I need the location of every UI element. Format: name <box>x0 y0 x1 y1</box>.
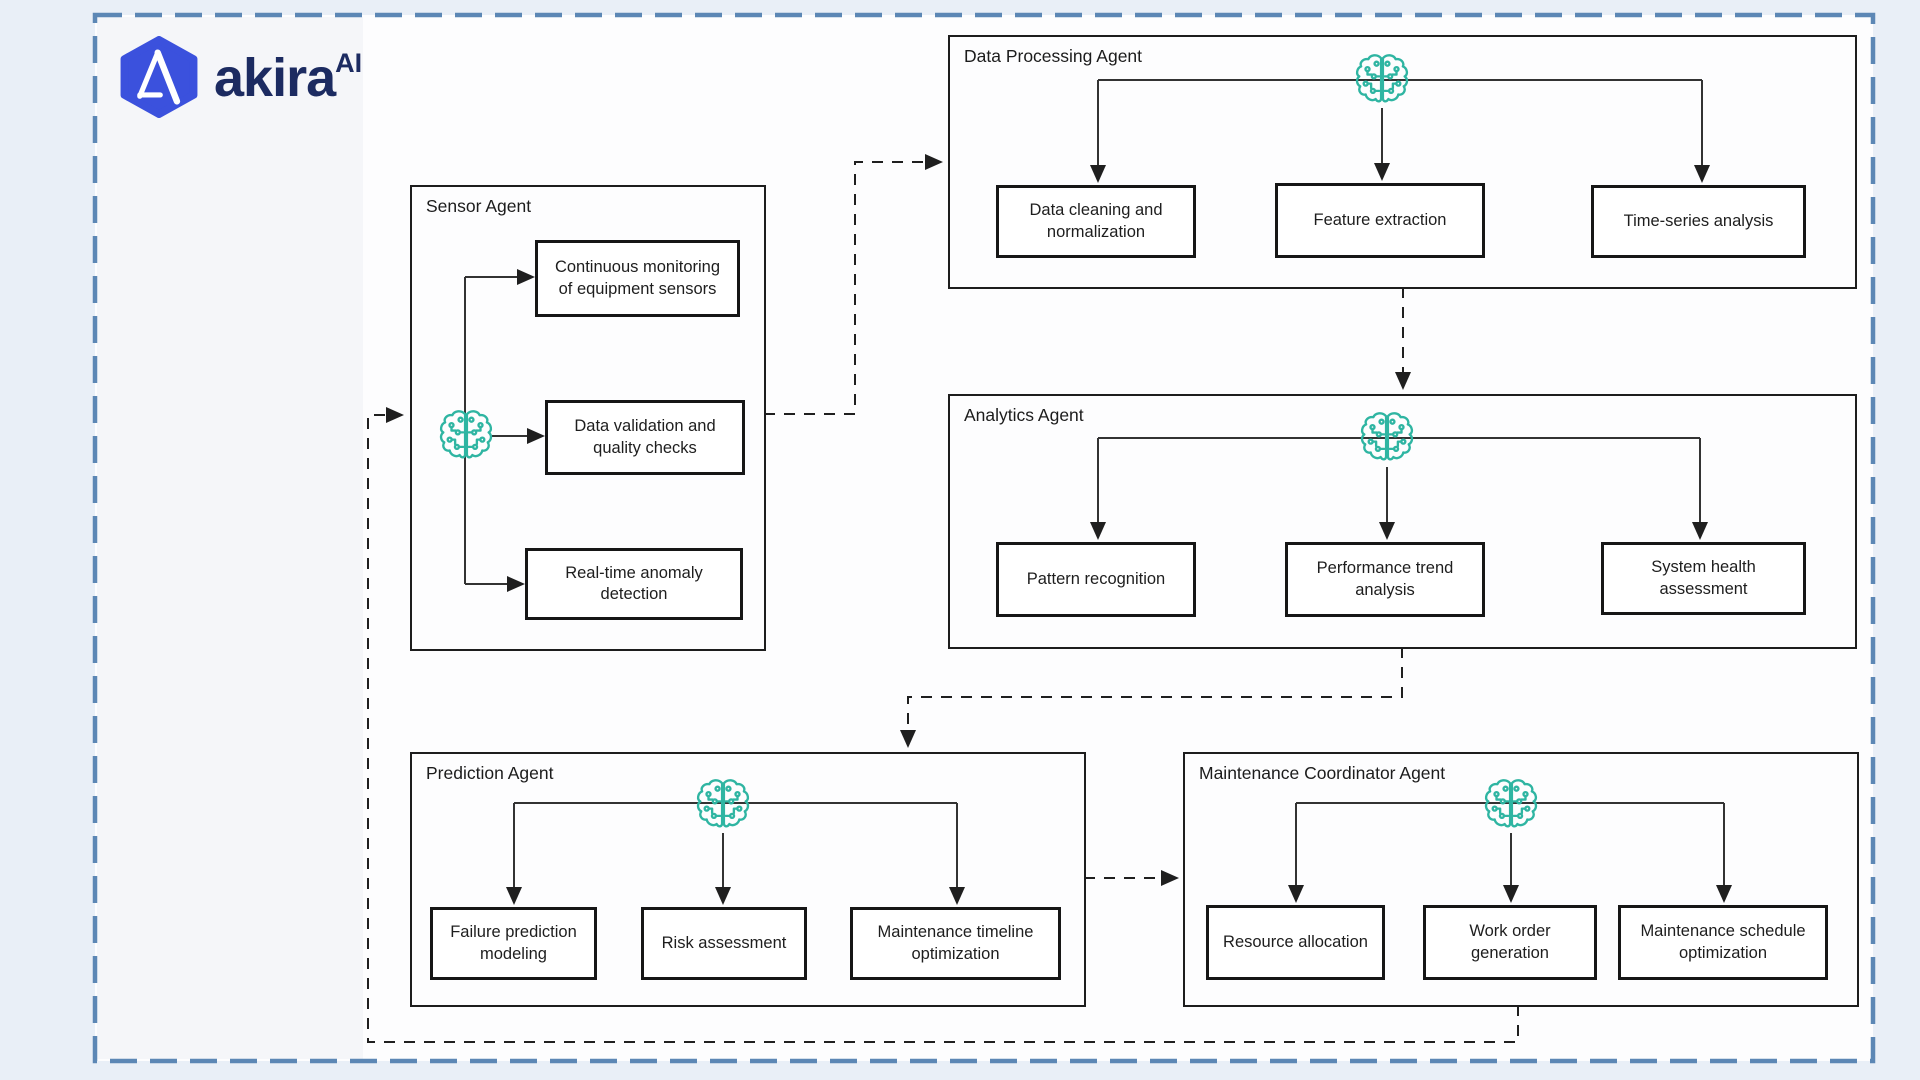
diagram-canvas <box>95 15 1873 1061</box>
task-node: Feature extraction <box>1275 183 1485 258</box>
agent-box-prediction: Prediction Agent Failure prediction mode… <box>410 752 1086 1007</box>
task-node: Data cleaning and normalization <box>996 185 1196 258</box>
task-node: Data validation and quality checks <box>545 400 745 475</box>
agent-title: Analytics Agent <box>964 405 1084 425</box>
agent-title: Maintenance Coordinator Agent <box>1199 763 1446 783</box>
brand-name-text: akira <box>214 47 336 108</box>
task-node: Real-time anomaly detection <box>525 548 743 620</box>
circuit-brain-icon <box>696 779 750 828</box>
task-node: Continuous monitoring of equipment senso… <box>535 240 740 317</box>
task-node: Work order generation <box>1423 905 1597 980</box>
task-node: Maintenance timeline optimization <box>850 907 1061 980</box>
brand-suffix: AI <box>335 47 363 78</box>
connector-analytics-to-prediction <box>900 647 1403 748</box>
task-node: Maintenance schedule optimization <box>1618 905 1828 980</box>
circuit-brain-icon <box>1484 779 1538 828</box>
circuit-brain-icon <box>439 410 493 459</box>
task-node: Failure prediction modeling <box>430 907 597 980</box>
outer-dashed-border <box>92 12 1876 1064</box>
left-background-strip <box>97 17 363 1059</box>
task-node: Performance trend analysis <box>1285 542 1485 617</box>
agent-box-data-processing: Data Processing Agent Data cleaning and … <box>948 35 1857 289</box>
brand-name: akiraAI <box>214 47 363 108</box>
circuit-brain-icon <box>1355 54 1409 103</box>
agent-box-maintenance-coordinator: Maintenance Coordinator Agent Resource a… <box>1183 752 1859 1007</box>
task-node: Risk assessment <box>641 907 807 980</box>
agent-box-sensor: Sensor Agent Continuous monitoring of eq… <box>410 185 766 651</box>
agent-title: Prediction Agent <box>426 763 554 783</box>
agent-box-analytics: Analytics Agent Pattern recognition Perf… <box>948 394 1857 649</box>
task-node: Resource allocation <box>1206 905 1385 980</box>
connector-feedback-loop <box>367 407 1519 1043</box>
brand-logo: akiraAI <box>118 36 362 118</box>
task-node: System health assessment <box>1601 542 1806 615</box>
connector-sensor-to-dataproc <box>764 154 943 415</box>
agent-title: Data Processing Agent <box>964 46 1143 66</box>
task-node: Pattern recognition <box>996 542 1196 617</box>
hexagon-a-logo-icon <box>120 36 198 118</box>
agent-title: Sensor Agent <box>426 196 532 216</box>
task-node: Time-series analysis <box>1591 185 1806 258</box>
circuit-brain-icon <box>1360 412 1414 461</box>
